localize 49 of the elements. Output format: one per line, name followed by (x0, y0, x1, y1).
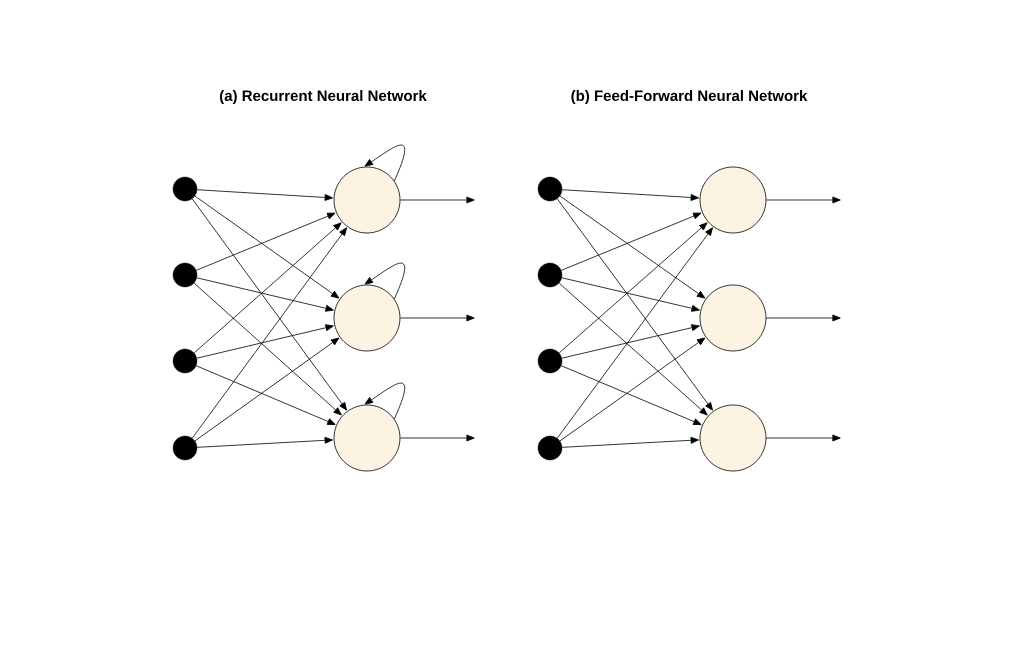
input-node (537, 348, 563, 374)
input-node (537, 435, 563, 461)
neuron-circle (333, 404, 401, 472)
arrow (560, 212, 702, 271)
arrow (191, 198, 348, 411)
arrow (559, 195, 706, 299)
output-arrow (766, 314, 841, 322)
neuron-circle (699, 404, 767, 472)
arrow (558, 282, 708, 416)
arrow (196, 436, 333, 448)
self-loop-arrow (364, 382, 405, 420)
arrow (558, 222, 708, 354)
arrow (193, 222, 342, 354)
input-node (172, 348, 198, 374)
arrow (559, 337, 706, 442)
input-node (172, 176, 198, 202)
input-node (537, 176, 563, 202)
arrow (560, 365, 702, 425)
arrow (561, 277, 700, 312)
neuron-circle (333, 284, 401, 352)
panel-title: (b) Feed-Forward Neural Network (571, 90, 808, 104)
arrow (195, 212, 336, 271)
input-node (537, 262, 563, 288)
arrow (194, 337, 340, 442)
output-arrow (766, 434, 841, 442)
arrow (561, 324, 700, 359)
arrow (195, 365, 336, 425)
panel-title: (a) Recurrent Neural Network (220, 90, 427, 104)
input-node (172, 262, 198, 288)
arrow (556, 198, 713, 411)
arrow (193, 282, 342, 416)
arrow (196, 277, 334, 312)
input-node (172, 435, 198, 461)
arrow (561, 436, 699, 448)
self-loop-arrow (364, 144, 405, 182)
neuron-circle (333, 166, 401, 234)
output-arrow (400, 314, 475, 322)
self-loop-arrow (364, 262, 405, 300)
arrow (556, 227, 713, 439)
output-arrow (400, 196, 475, 204)
arrow (191, 227, 347, 439)
output-arrow (766, 196, 841, 204)
output-arrow (400, 434, 475, 442)
arrow (196, 324, 334, 359)
neuron-circle (699, 166, 767, 234)
arrow (194, 195, 340, 299)
arrow (561, 189, 699, 201)
neuron-circle (699, 284, 767, 352)
arrow (196, 189, 333, 201)
